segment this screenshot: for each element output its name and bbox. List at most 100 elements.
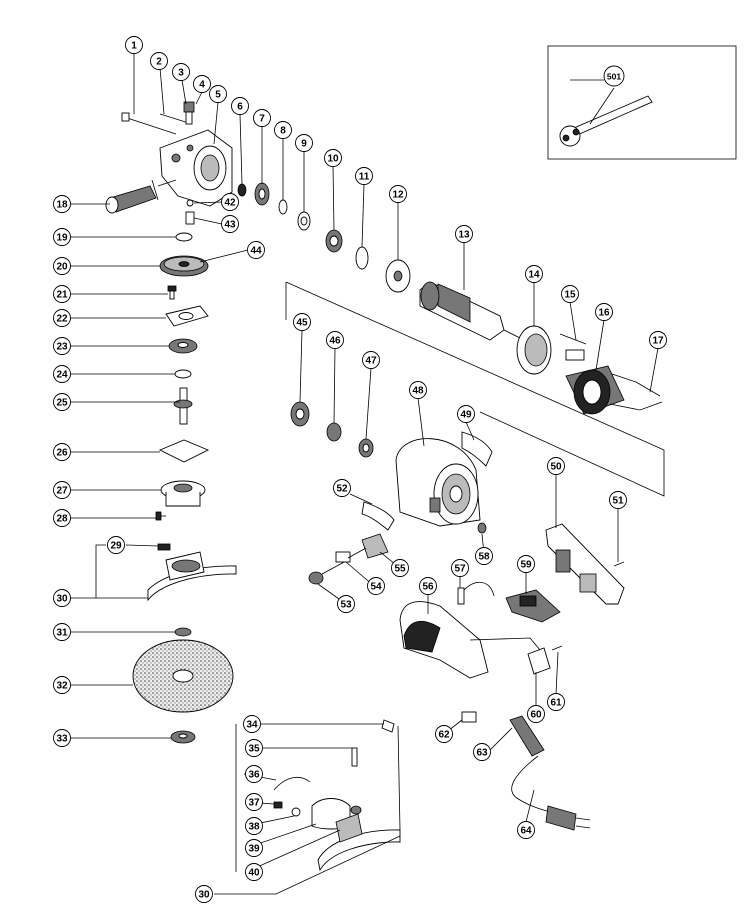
callout-56: 56: [419, 577, 437, 595]
callout-circle: [324, 149, 342, 167]
callout-number: 21: [56, 290, 68, 301]
wrench-inset-box: [547, 45, 737, 160]
washer-8: [278, 199, 288, 215]
callout-number: 54: [370, 582, 382, 593]
lock-pin: [183, 101, 195, 113]
callout-circle: [475, 547, 493, 565]
callout-number: 16: [598, 308, 610, 319]
callout-11: 11: [355, 167, 373, 185]
callout-42: 42: [221, 193, 239, 211]
callout-59: 59: [517, 555, 535, 573]
callout-number: 61: [550, 698, 562, 709]
clamp-band-36: [273, 776, 311, 791]
callout-17: 17: [649, 331, 667, 349]
washer-6: [237, 183, 247, 197]
callout-50: 50: [547, 457, 565, 475]
callout-number: 6: [237, 102, 243, 113]
callout-number: 18: [56, 200, 68, 211]
callout-circle: [391, 559, 409, 577]
callout-circle: [337, 595, 355, 613]
cord-clamp: [527, 647, 551, 675]
callout-circle: [527, 705, 545, 723]
callout-number: 8: [280, 126, 286, 137]
callout-number: 34: [246, 720, 258, 731]
callout-14: 14: [525, 265, 543, 283]
callout-circle: [547, 457, 565, 475]
callout-circle: [53, 589, 71, 607]
callout-20: 20: [53, 257, 71, 275]
callout-circle: [547, 693, 565, 711]
callout-number: 37: [248, 798, 260, 809]
callout-number: 1: [131, 41, 137, 52]
callout-51: 51: [609, 491, 627, 509]
callout-number: 11: [359, 172, 370, 183]
callout-circle: [333, 479, 351, 497]
callout-5: 5: [209, 85, 227, 103]
callout-circle: [595, 303, 613, 321]
callout-number: 40: [248, 868, 260, 879]
callout-30a: 30: [53, 589, 71, 607]
callout-1: 1: [125, 36, 143, 54]
callout-24: 24: [53, 365, 71, 383]
callout-23: 23: [53, 337, 71, 355]
callout-49: 49: [457, 405, 475, 423]
callout-number: 47: [365, 356, 377, 367]
callout-circle: [247, 241, 265, 259]
callout-circle: [419, 577, 437, 595]
housing-group-outline: [285, 281, 665, 497]
bearing-46: [326, 422, 342, 442]
callout-circle: [451, 559, 469, 577]
callout-number: 28: [56, 514, 68, 525]
callout-63: 63: [473, 743, 491, 761]
callout-number: 3: [178, 68, 184, 79]
callout-circle: [53, 365, 71, 383]
callout-circle: [435, 725, 453, 743]
callout-61: 61: [547, 693, 565, 711]
callout-number: 64: [520, 826, 532, 837]
callout-number: 23: [56, 342, 68, 353]
callout-55: 55: [391, 559, 409, 577]
callout-48: 48: [409, 381, 427, 399]
callout-53: 53: [337, 595, 355, 613]
wheel-guard-lower: [317, 829, 401, 872]
callout-number: 46: [329, 336, 341, 347]
screw-1: [123, 116, 177, 135]
switch-lever: [457, 587, 465, 605]
callout-number: 45: [296, 318, 308, 329]
callout-circle: [221, 215, 239, 233]
callout-number: 14: [528, 270, 540, 281]
callout-number: 50: [550, 462, 562, 473]
callout-circle: [455, 225, 473, 243]
callout-circle: [409, 381, 427, 399]
handle-cover: [399, 601, 489, 679]
callout-10: 10: [324, 149, 342, 167]
callout-circle: [150, 52, 168, 70]
callout-number: 25: [56, 398, 68, 409]
callout-circle: [609, 491, 627, 509]
callout-circle: [231, 97, 249, 115]
callout-32: 32: [53, 676, 71, 694]
callout-number: 12: [392, 190, 404, 201]
label-34: [381, 719, 395, 733]
callout-circle: [245, 817, 263, 835]
callout-number: 15: [564, 290, 576, 301]
callout-circle: [295, 134, 313, 152]
callout-number: 56: [422, 582, 434, 593]
callout-circle: [53, 228, 71, 246]
callout-number: 58: [478, 552, 490, 563]
callout-circle: [525, 265, 543, 283]
callout-circle: [53, 729, 71, 747]
callout-number: 38: [248, 822, 260, 833]
callout-number: 36: [248, 770, 260, 781]
callout-35: 35: [245, 739, 263, 757]
callout-number: 53: [340, 600, 352, 611]
callout-58: 58: [475, 547, 493, 565]
callout-30b: 30: [195, 885, 213, 903]
callout-circle: [53, 676, 71, 694]
callout-37: 37: [245, 793, 263, 811]
callout-number: 55: [394, 564, 406, 575]
callout-31: 31: [53, 623, 71, 641]
callout-57: 57: [451, 559, 469, 577]
callout-40: 40: [245, 863, 263, 881]
